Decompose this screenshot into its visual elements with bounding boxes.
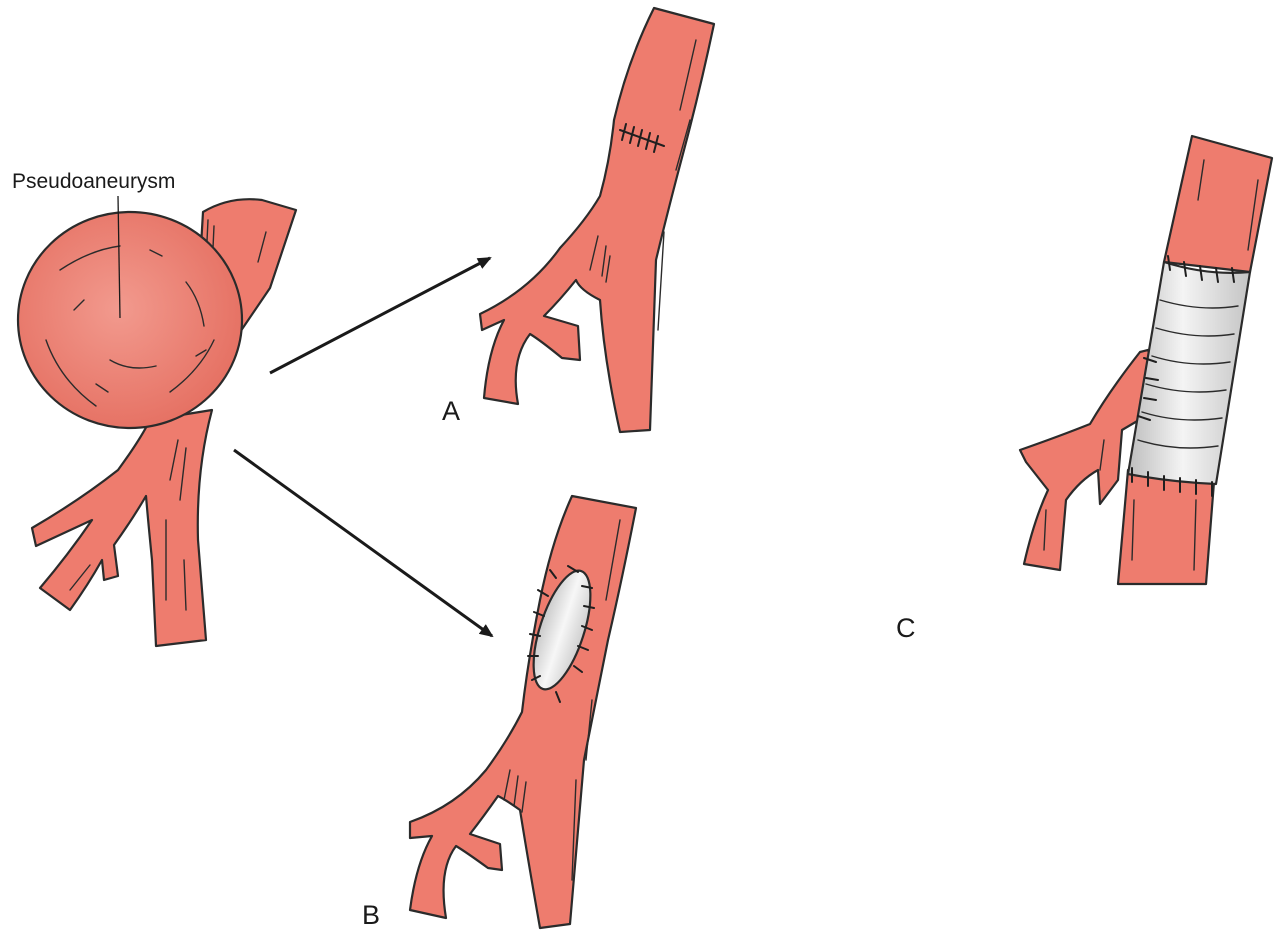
panel-label-a: A xyxy=(442,396,460,426)
interposition-graft-c xyxy=(1128,262,1250,484)
panel-label-b: B xyxy=(362,900,380,930)
repair-b-patch-angioplasty xyxy=(410,496,636,928)
repair-a-primary-suture xyxy=(480,8,714,432)
panel-label-c: C xyxy=(896,613,916,643)
vessel-with-pseudoaneurysm xyxy=(18,199,296,646)
repair-c-interposition-graft xyxy=(1020,136,1272,584)
arrow-to-a xyxy=(270,258,490,373)
pseudoaneurysm-sac xyxy=(18,212,242,428)
arrow-to-b xyxy=(234,450,492,636)
pseudoaneurysm-label: Pseudoaneurysm xyxy=(12,170,175,193)
